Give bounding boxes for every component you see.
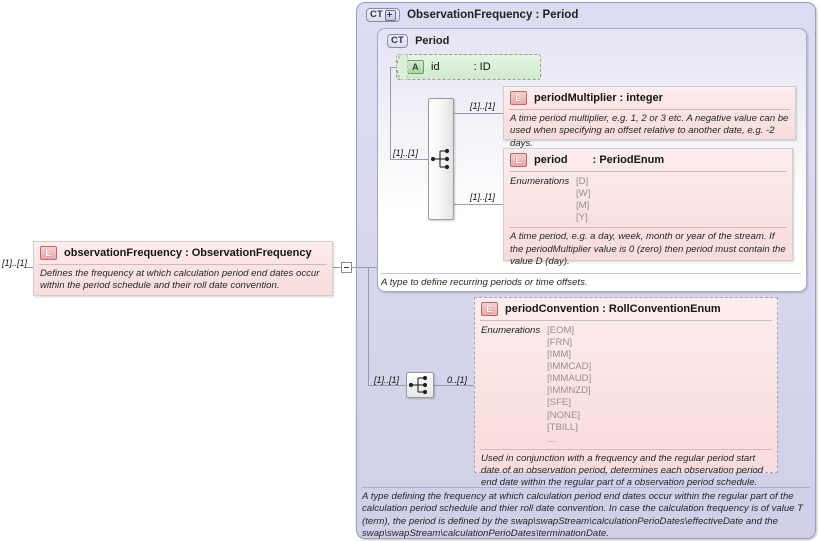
collapse-toggle-button[interactable] [341, 262, 352, 273]
divider [39, 264, 327, 265]
element-box-period-convention[interactable]: E periodConvention : RollConventionEnum … [474, 297, 778, 488]
enumerations-block: Enumerations [EOM][FRN][IMM][IMMCAD][IMM… [475, 321, 777, 449]
element-name: period [534, 154, 568, 166]
period-multiplier-cardinality-label: [1]..[1] [470, 101, 496, 111]
enumeration-value: [TBILL] [547, 421, 578, 433]
attribute-icon: A [407, 60, 424, 74]
element-title: observationFrequency : ObservationFreque… [64, 247, 312, 259]
observation-frequency-type-documentation: A type defining the frequency at which c… [362, 487, 810, 541]
connector-line [454, 113, 503, 114]
enumeration-value: [Y] [576, 212, 588, 224]
period-type-documentation: A type to define recurring periods or ti… [381, 273, 801, 289]
enumerations-label: Enumerations [510, 176, 570, 187]
element-title: periodConvention : RollConventionEnum [505, 303, 721, 315]
connector-line [390, 67, 398, 68]
connector-line [368, 385, 406, 386]
sequence-icon [430, 148, 450, 170]
connector-line [26, 267, 34, 268]
enumerations-values: [D][W][M][Y] [576, 176, 590, 224]
attribute-name: id [431, 61, 440, 73]
element-header: E periodMultiplier : integer [504, 87, 795, 109]
element-box-period[interactable]: E period : PeriodEnum Enumerations [D][W… [503, 148, 793, 267]
connector-line [352, 267, 377, 268]
sequence-small-cardinality-label: [1]..[1] [374, 375, 400, 385]
element-icon: E [510, 153, 527, 167]
enumeration-value: [IMMNZD] [547, 385, 591, 397]
element-title: periodMultiplier : integer [534, 92, 663, 104]
observation-frequency-cardinality-label: [1]..[1] [2, 258, 28, 268]
attribute-type: : ID [473, 61, 491, 73]
divider [480, 320, 772, 321]
ct-badge-label: CT [370, 9, 384, 20]
period-cardinality-label: [1]..[1] [470, 192, 496, 202]
outer-title-text: ObservationFrequency : Period [407, 9, 579, 21]
enumerations-values: [EOM][FRN][IMM][IMMCAD][IMMAUD][IMMNZD][… [547, 325, 591, 446]
element-icon: E [510, 91, 527, 105]
period-convention-cardinality-label: 0..[1] [447, 375, 468, 385]
enumeration-value: ... [547, 433, 555, 445]
sequence-icon [408, 375, 428, 395]
enumeration-value: [EOM] [547, 325, 575, 336]
connector-line [333, 267, 342, 268]
element-documentation: Used in conjunction with a frequency and… [481, 452, 764, 489]
ct-badge-label: CT [391, 35, 405, 46]
divider [480, 448, 772, 450]
divider [509, 109, 790, 110]
enumeration-value: [IMMAUD] [547, 373, 592, 385]
element-documentation: A time period multiplier, e.g. 1, 2 or 3… [510, 113, 789, 149]
enumeration-value: [W] [576, 188, 591, 200]
element-box-period-multiplier[interactable]: E periodMultiplier : integer A time peri… [503, 86, 796, 149]
period-title-text: Period [415, 35, 450, 47]
element-icon: E [40, 246, 57, 260]
plus-icon [385, 9, 397, 21]
element-type: : PeriodEnum [592, 154, 665, 166]
element-documentation: Defines the frequency at which calculati… [40, 268, 320, 292]
enumerations-label: Enumerations [481, 325, 541, 336]
attribute-pentagon-shape [396, 54, 408, 80]
connector-line [434, 385, 474, 386]
period-complextype-title: CT Period [387, 34, 449, 48]
complextype-expand-icon[interactable]: CT [366, 8, 401, 22]
connector-line [368, 267, 369, 385]
sequence-compositor-small[interactable] [406, 372, 434, 398]
sequence-compositor-tall[interactable] [428, 98, 454, 220]
divider [509, 171, 787, 172]
element-box-observation-frequency[interactable]: E observationFrequency : ObservationFreq… [33, 241, 333, 296]
enumeration-value: [IMM] [547, 349, 571, 361]
element-header: E observationFrequency : ObservationFreq… [34, 242, 332, 264]
connector-line [390, 67, 391, 159]
enumeration-value: [D] [576, 176, 589, 187]
outer-complextype-title: CT ObservationFrequency : Period [366, 8, 578, 22]
enumeration-value: [NONE] [547, 409, 581, 421]
enumeration-value: [M] [576, 200, 590, 212]
enumeration-value: [FRN] [547, 337, 573, 349]
sequence-tall-cardinality-label: [1]..[1] [393, 148, 419, 158]
connector-line [390, 159, 428, 160]
complextype-icon[interactable]: CT [387, 34, 409, 48]
enumeration-value: [SFE] [547, 397, 571, 409]
enumerations-block: Enumerations [D][W][M][Y] [504, 172, 792, 227]
element-icon: E [481, 302, 498, 316]
element-header: E period : PeriodEnum [504, 149, 792, 171]
divider [509, 227, 787, 229]
enumeration-value: [IMMCAD] [547, 361, 592, 373]
connector-line [454, 204, 503, 205]
element-documentation: A time period, e.g. a day, week, month o… [510, 231, 786, 267]
element-header: E periodConvention : RollConventionEnum [475, 298, 777, 320]
attribute-id-box[interactable]: A id : ID [396, 54, 541, 80]
